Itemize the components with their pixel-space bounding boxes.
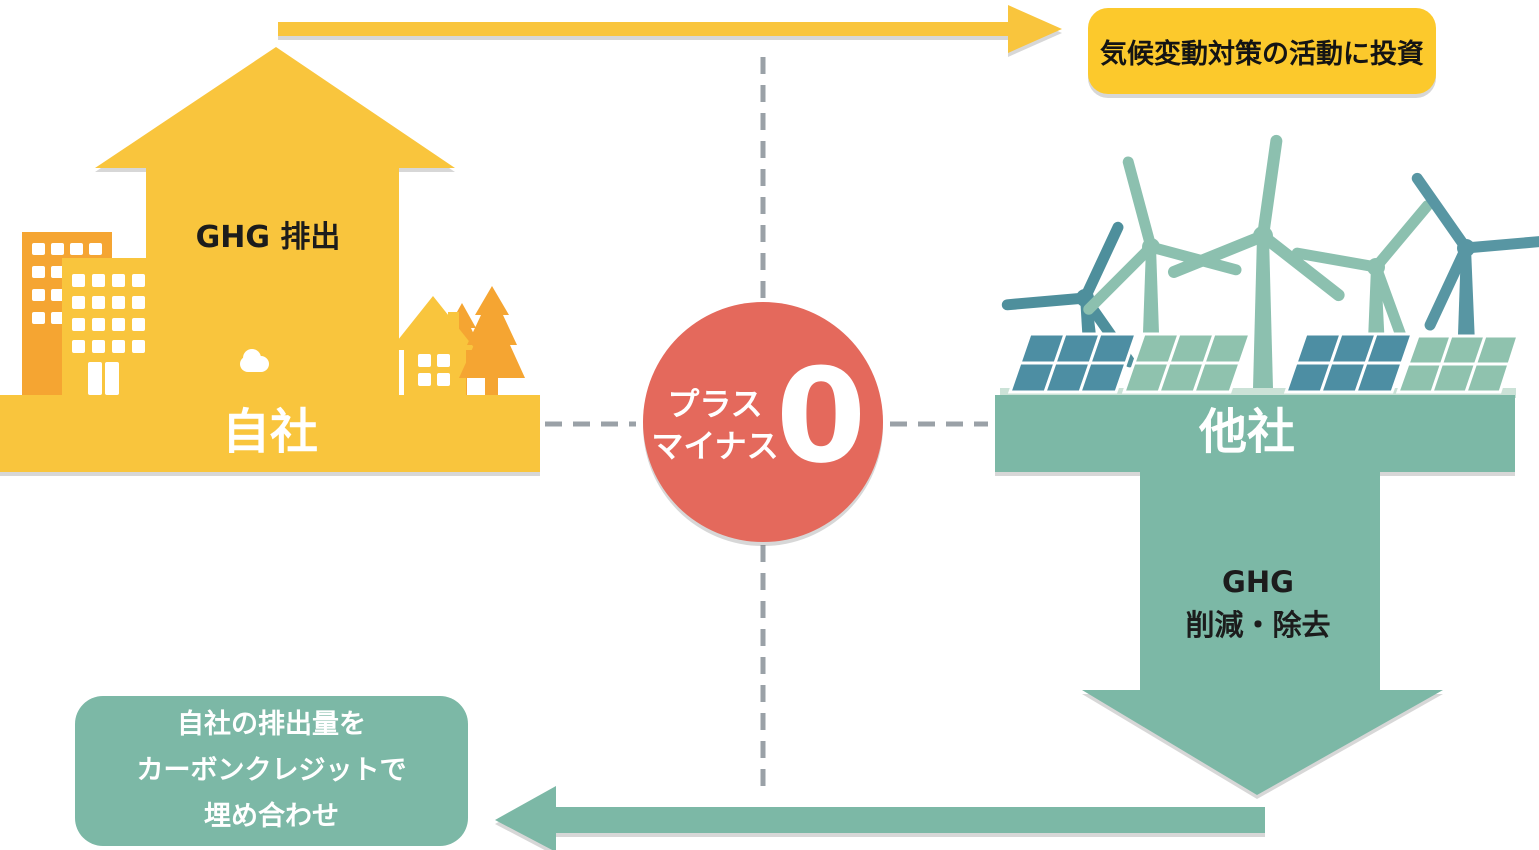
ghg-reduction-label: GHG 削減・除去 — [1108, 561, 1408, 647]
ghg-emission-label: GHG 排出 — [195, 220, 341, 255]
solar-panels-icon — [1007, 332, 1521, 394]
solar-panel-icon — [1121, 332, 1253, 394]
solar-panel-icon — [1007, 332, 1139, 394]
zero-value: 0 — [775, 340, 867, 492]
cloud-icon — [240, 349, 269, 372]
other-company-base — [995, 395, 1515, 472]
dashed-cross-lines — [545, 57, 988, 794]
own-company-base — [0, 395, 540, 472]
ghg-reduction-line1: GHG — [1222, 565, 1294, 599]
solar-panel-icon — [1283, 332, 1415, 394]
other-company-label: 他社 — [1198, 404, 1295, 460]
offset-line3: 埋め合わせ — [204, 801, 339, 832]
offset-line1: 自社の排出量を — [177, 709, 366, 740]
plus-minus-label: プラス マイナス — [650, 383, 780, 467]
offset-explanation-box: 自社の排出量を カーボンクレジットで 埋め合わせ — [75, 696, 468, 846]
carbon-credit-arrow-icon — [495, 786, 1265, 850]
office-buildings-icon — [22, 232, 148, 395]
plus-label: プラス — [667, 385, 763, 423]
offset-line2: カーボンクレジットで — [136, 755, 407, 786]
own-company-label: 自社 — [221, 404, 318, 460]
ghg-reduction-line2: 削減・除去 — [1185, 608, 1331, 642]
net-zero-circle — [643, 302, 883, 542]
solar-panel-icon — [1395, 334, 1521, 394]
invest-arrow-icon — [278, 5, 1062, 53]
ghg-reduction-down-arrow-icon — [1082, 471, 1443, 795]
invest-activity-box: 気候変動対策の活動に投資 — [1088, 8, 1436, 94]
solar-ground-strip — [1000, 388, 1516, 398]
ghg-emission-up-arrow-icon — [95, 47, 455, 402]
house-icon — [390, 296, 476, 400]
invest-activity-label: 気候変動対策の活動に投資 — [1100, 38, 1424, 70]
minus-label: マイナス — [651, 427, 779, 465]
